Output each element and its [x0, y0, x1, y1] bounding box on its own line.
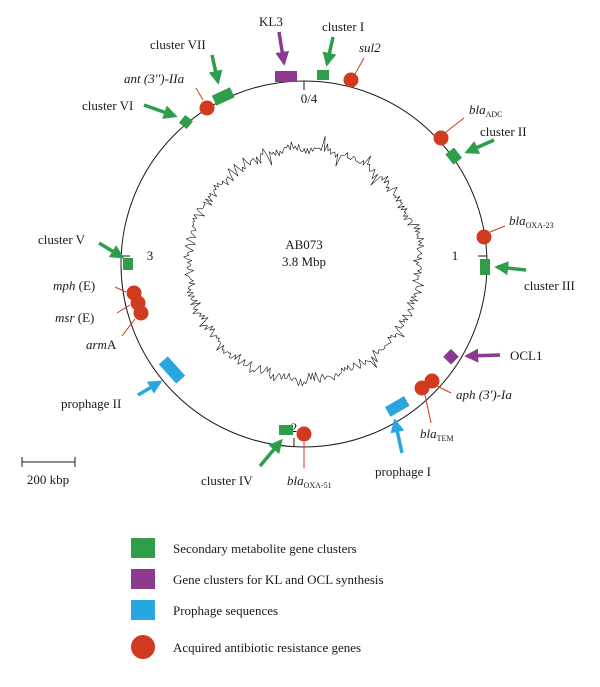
sul2-label: sul2	[359, 40, 381, 55]
cluster-vi-arrow	[143, 103, 178, 119]
ocl1-label: OCL1	[510, 348, 543, 363]
cluster-v-block	[123, 258, 133, 270]
cluster-iv-label: cluster IV	[201, 473, 253, 488]
ocl1-block	[443, 348, 459, 365]
aph-label: aph (3')-Ia	[456, 387, 512, 402]
kl3-block	[275, 71, 297, 82]
bla-oxa51-label: blaOXA-51	[287, 473, 332, 490]
sul2-connector	[354, 57, 365, 75]
msr-connector	[116, 304, 131, 314]
prophage-i-arrow	[390, 418, 405, 454]
mph-label: mph (E)	[53, 278, 95, 293]
cluster-iv-arrow	[258, 438, 283, 468]
cluster-v-label: cluster V	[38, 232, 86, 247]
position-label-0: 0/4	[301, 91, 318, 106]
gc-content-plot	[183, 135, 425, 387]
cluster-iii-arrow	[494, 261, 527, 276]
bla-oxa51-marker	[296, 426, 312, 442]
prophage-ii-arrow	[137, 380, 163, 397]
bla-tem-marker	[414, 380, 430, 396]
cluster-ii-block	[445, 147, 463, 165]
prophage-ii-block	[158, 356, 186, 384]
cluster-iii-block	[480, 259, 490, 275]
cluster-vii-label: cluster VII	[150, 37, 206, 52]
cluster-vii-arrow	[208, 54, 223, 85]
arma-label: armA	[86, 337, 117, 352]
kl3-arrow	[275, 31, 290, 66]
bla-adc-label: blaADC	[469, 102, 503, 119]
bla-tem-connector	[424, 394, 432, 424]
kl3-label: KL3	[259, 14, 283, 29]
cluster-v-arrow	[98, 241, 125, 259]
aph-connector	[436, 385, 452, 394]
ant-marker	[199, 100, 215, 116]
ant-label: ant (3'')-IIa	[124, 71, 185, 86]
cluster-i-block	[317, 70, 329, 80]
cluster-vii-block	[211, 87, 235, 106]
cluster-i-arrow	[322, 36, 337, 67]
genome-size: 3.8 Mbp	[282, 254, 326, 269]
cluster-vi-label: cluster VI	[82, 98, 133, 113]
bla-oxa23-marker	[476, 229, 492, 245]
cluster-i-label: cluster I	[322, 19, 364, 34]
legend-label-resistance: Acquired antibiotic resistance genes	[173, 640, 361, 655]
bla-tem-label: blaTEM	[420, 426, 454, 443]
ant-connector	[195, 87, 204, 101]
scale-bar-label: 200 kbp	[27, 472, 69, 487]
genome-name: AB073	[285, 237, 323, 252]
bla-adc-connector	[445, 117, 465, 133]
cluster-ii-arrow	[464, 138, 495, 154]
mph-connector	[114, 286, 127, 293]
legend: Secondary metabolite gene clusters Gene …	[131, 538, 384, 659]
cluster-iv-block	[279, 425, 293, 435]
legend-swatch-prophage	[131, 600, 155, 620]
prophage-ii-label: prophage II	[61, 396, 121, 411]
bla-oxa23-label: blaOXA-23	[509, 213, 554, 230]
position-label-3: 3	[147, 248, 154, 263]
arma-marker	[133, 305, 149, 321]
legend-label-prophage: Prophage sequences	[173, 603, 278, 618]
cluster-ii-label: cluster II	[480, 124, 527, 139]
cluster-iii-label: cluster III	[524, 278, 575, 293]
ocl1-arrow	[464, 348, 501, 363]
bla-adc-marker	[433, 130, 449, 146]
msr-label: msr (E)	[55, 310, 94, 325]
prophage-i-label: prophage I	[375, 464, 431, 479]
legend-swatch-secondary	[131, 538, 155, 558]
position-label-1: 1	[452, 248, 459, 263]
legend-swatch-kl-ocl	[131, 569, 155, 589]
legend-label-kl-ocl: Gene clusters for KL and OCL synthesis	[173, 572, 384, 587]
bla-oxa23-connector	[489, 225, 506, 233]
arma-connector	[121, 318, 136, 337]
sul2-marker	[343, 72, 359, 88]
prophage-i-block	[384, 396, 410, 417]
legend-label-secondary: Secondary metabolite gene clusters	[173, 541, 357, 556]
cluster-vi-block	[178, 114, 194, 130]
legend-swatch-resistance	[131, 635, 155, 659]
position-label-2: 2	[291, 420, 298, 435]
